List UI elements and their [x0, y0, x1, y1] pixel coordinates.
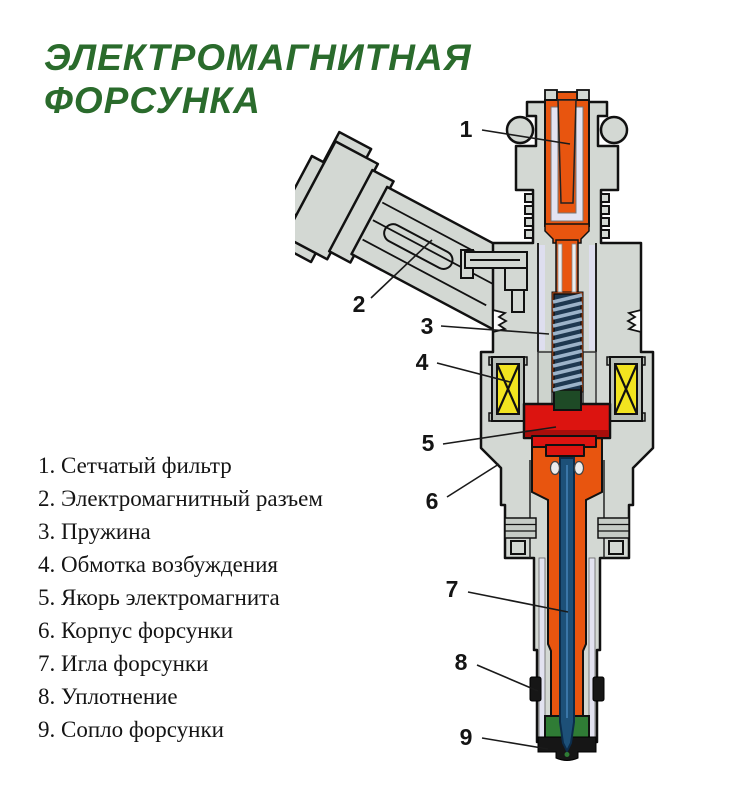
page-title-line1: ЭЛЕКТРОМАГНИТНАЯ: [44, 37, 472, 78]
spring: [552, 293, 583, 392]
inlet-funnel: [544, 223, 590, 244]
legend-item: 7. Игла форсунки: [38, 651, 209, 676]
callout-1: 1: [460, 116, 571, 145]
legend-item: 1. Сетчатый фильтр: [38, 453, 232, 478]
legend-item: 9. Сопло форсунки: [38, 717, 224, 742]
callout-number-4: 4: [416, 349, 429, 375]
lower-seals: [529, 676, 605, 702]
callout-7: 7: [446, 576, 569, 613]
legend-item: 4. Обмотка возбуждения: [38, 552, 278, 577]
parts-legend: 1. Сетчатый фильтр 2. Электромагнитный р…: [38, 449, 323, 746]
callout-number-7: 7: [446, 576, 459, 602]
callout-5: 5: [422, 426, 557, 456]
connector-bracket: [460, 249, 528, 313]
electrical-connector: [295, 130, 530, 331]
callout-6: 6: [426, 463, 500, 514]
callout-number-6: 6: [426, 488, 439, 514]
legend-item: 5. Якорь электромагнита: [38, 585, 280, 610]
callout-number-1: 1: [460, 116, 473, 142]
callout-number-2: 2: [353, 291, 366, 317]
callout-number-9: 9: [460, 724, 473, 750]
callout-8: 8: [455, 649, 539, 692]
legend-item: 6. Корпус форсунки: [38, 618, 234, 643]
callout-number-3: 3: [421, 313, 434, 339]
injector-diagram: 1 2 3 4 5 6 7: [295, 89, 655, 761]
armature-stem: [553, 387, 582, 411]
body-inner-details: [504, 243, 630, 741]
winding-right: [606, 356, 646, 422]
callout-number-5: 5: [422, 430, 435, 456]
o-ring-right: [599, 115, 629, 145]
callout-number-8: 8: [455, 649, 468, 675]
nozzle-tip-dot: [564, 752, 570, 757]
mesh-filter: [550, 99, 584, 293]
callout-3: 3: [421, 313, 550, 339]
legend-item: 3. Пружина: [38, 519, 151, 544]
o-ring-left: [505, 115, 535, 145]
callout-4: 4: [416, 349, 511, 383]
clip-notches: [492, 308, 642, 334]
callout-9: 9: [460, 724, 549, 750]
legend-item: 8. Уплотнение: [38, 684, 178, 709]
callouts: 1 2 3 4 5 6 7: [353, 116, 571, 750]
injector-needle: [559, 457, 575, 757]
connector-slot: [383, 223, 454, 270]
page-title: ЭЛЕКТРОМАГНИТНАЯ ФОРСУНКА: [44, 36, 472, 122]
valve-seat-caps: [549, 460, 585, 476]
winding-left: [488, 356, 528, 422]
page-title-line2: ФОРСУНКА: [44, 80, 261, 121]
legend-item: 2. Электромагнитный разъем: [38, 486, 323, 511]
callout-2: 2: [353, 239, 433, 317]
body-ribs: [524, 193, 610, 239]
